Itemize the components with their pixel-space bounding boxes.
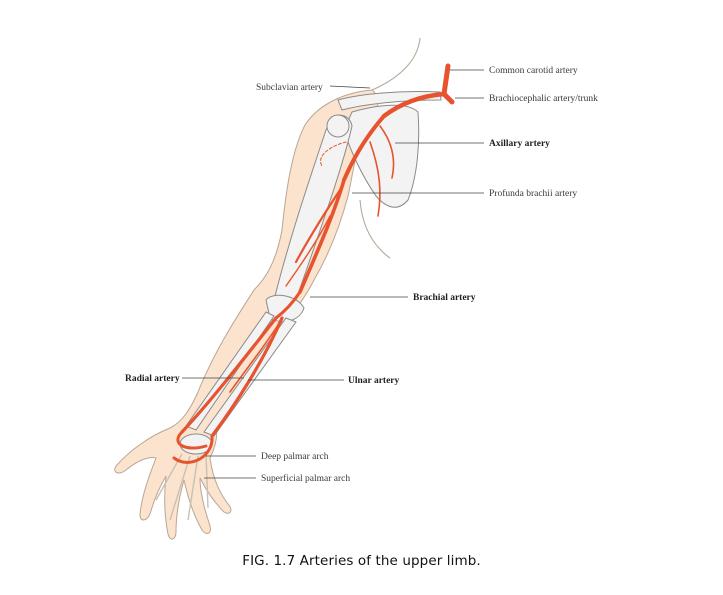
subclavian-artery	[381, 91, 447, 119]
circumflex-branch	[320, 141, 347, 167]
brachial-artery	[298, 178, 346, 294]
label-ulnar-artery: Ulnar artery	[348, 376, 400, 386]
clavicle	[337, 90, 442, 111]
arteries	[172, 63, 455, 464]
label-superficial-palmar-arch: Superficial palmar arch	[261, 473, 350, 484]
label-subclavian-artery: Subclavian artery	[256, 83, 323, 93]
profunda-brachii-artery	[294, 188, 342, 264]
axillary-artery	[342, 114, 386, 182]
trunk-outline	[359, 199, 391, 259]
figure-caption: FIG. 1.7 Arteries of the upper limb.	[242, 553, 481, 569]
metacarpals	[155, 453, 209, 521]
label-deep-palmar-arch: Deep palmar arch	[261, 452, 329, 462]
label-brachial-artery: Brachial artery	[413, 293, 476, 303]
leader-subclavian	[329, 85, 371, 89]
label-axillary-artery: Axillary artery	[489, 139, 550, 149]
scapular-branch	[379, 125, 395, 179]
interosseous-branch	[229, 321, 281, 393]
ulnar-artery	[210, 316, 284, 438]
upper-limb-artery-diagram: Subclavian artery Common carotid artery …	[114, 37, 598, 540]
scapula	[343, 104, 420, 208]
label-profunda-brachii-artery: Profunda brachii artery	[489, 188, 577, 199]
humeral-head	[326, 114, 350, 138]
superficial-palmar-arch	[172, 434, 214, 464]
deep-palmar-arch	[176, 430, 208, 450]
label-radial-artery: Radial artery	[125, 374, 180, 384]
thoracic-branch	[369, 141, 381, 217]
neck-outline	[371, 37, 421, 91]
label-common-carotid-artery: Common carotid artery	[489, 66, 578, 76]
label-brachiocephalic-trunk: Brachiocephalic artery/trunk	[489, 94, 598, 104]
common-carotid-artery	[441, 63, 451, 97]
radial-artery	[180, 316, 278, 434]
elbow-anastomosis	[274, 290, 302, 320]
collateral-branch	[285, 215, 331, 287]
